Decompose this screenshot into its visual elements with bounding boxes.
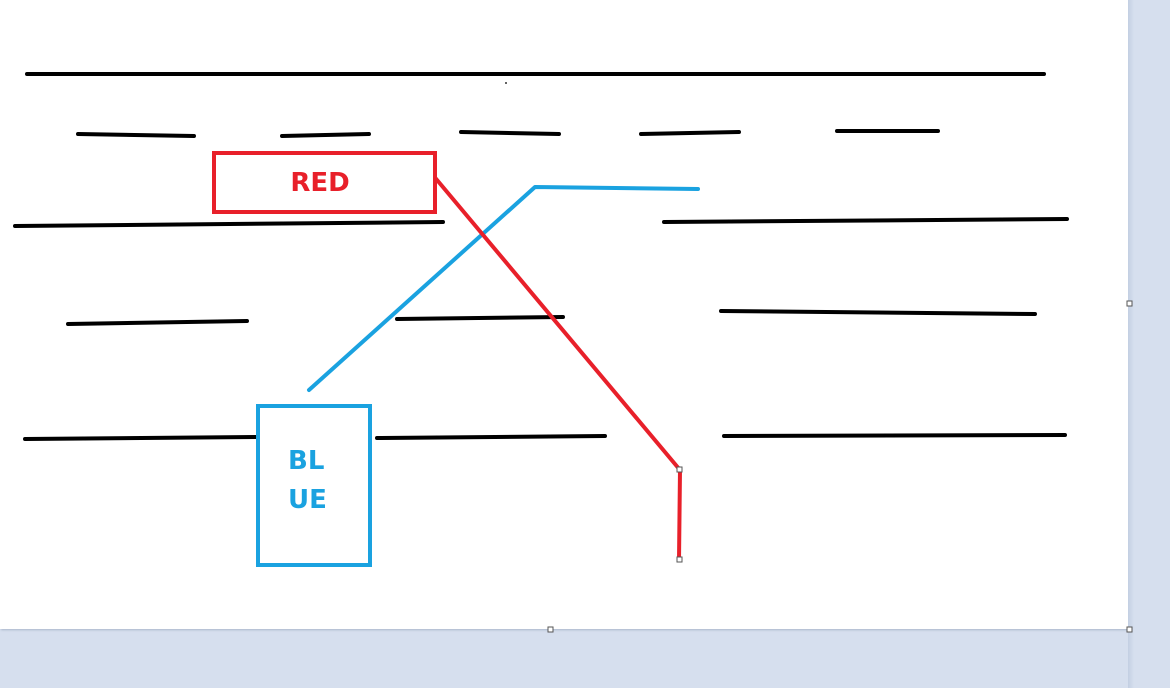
- black-line-row2-3: [459, 130, 561, 136]
- stray-dot: [505, 82, 507, 84]
- canvas-resize-handle-corner[interactable]: [1126, 626, 1133, 633]
- blue-box[interactable]: BL UE: [256, 404, 372, 567]
- black-line-row5-2: [375, 434, 607, 440]
- black-line-row4-3: [719, 309, 1037, 316]
- blue-connector-line: [307, 185, 700, 392]
- red-box-label: RED: [290, 168, 349, 198]
- black-line-row5-3: [722, 433, 1067, 438]
- black-lines: [13, 72, 1069, 441]
- black-line-row4-1: [66, 319, 249, 326]
- black-line-row2-2: [280, 132, 371, 138]
- red-box[interactable]: RED: [212, 151, 437, 214]
- line-handle-bottom[interactable]: [676, 556, 683, 563]
- black-line-row2-4: [639, 130, 741, 136]
- red-connector-line: [430, 172, 682, 562]
- blue-box-label-line1: BL: [288, 446, 324, 476]
- canvas-resize-handle-bottom[interactable]: [547, 626, 554, 633]
- black-line-row2-1: [76, 132, 196, 138]
- line-handle-top[interactable]: [676, 466, 683, 473]
- blue-box-label-line2: UE: [288, 485, 327, 515]
- canvas-resize-handle-right[interactable]: [1126, 300, 1133, 307]
- black-line-row4-2: [395, 315, 565, 321]
- black-line-row3-left: [13, 220, 445, 228]
- black-line-row3-right: [662, 217, 1069, 224]
- canvas-gutter: [1128, 0, 1170, 688]
- black-line-row5-1: [23, 435, 260, 441]
